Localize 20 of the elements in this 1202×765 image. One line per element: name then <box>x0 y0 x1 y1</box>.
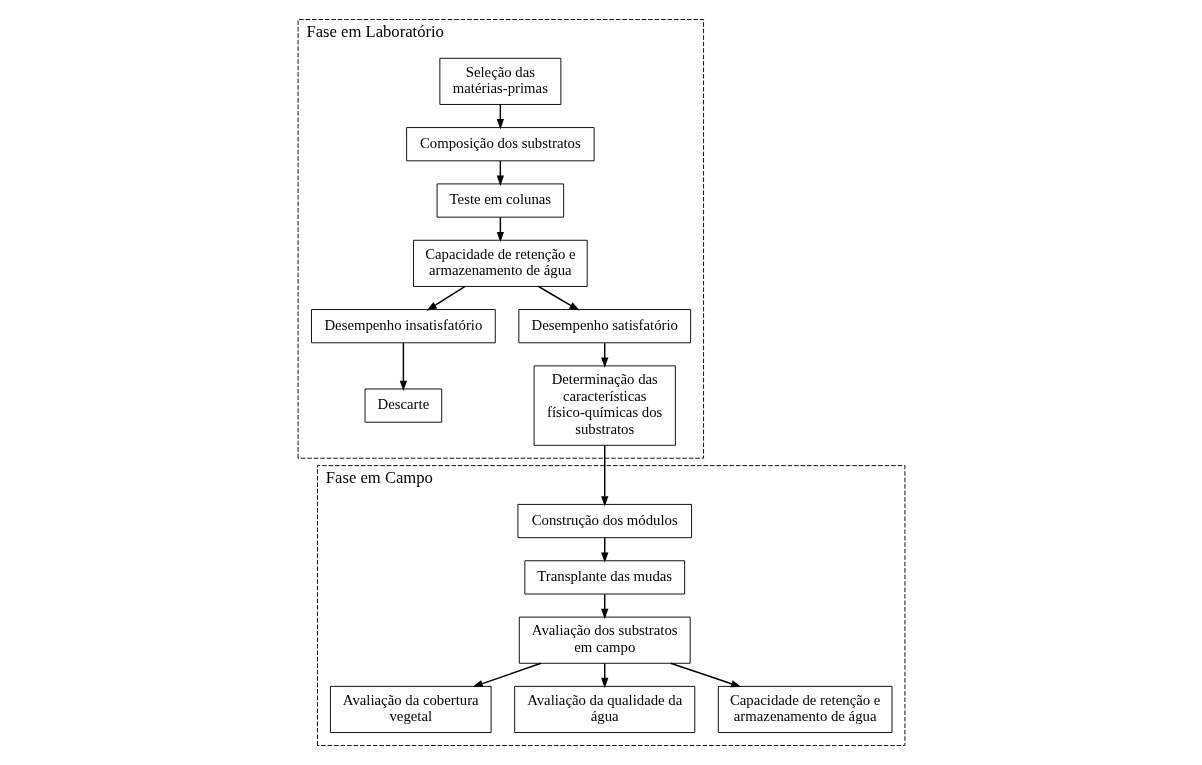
node-box: Transplante das mudas <box>523 560 685 595</box>
node-box: Capacidade de retenção e armazenamento de água <box>717 685 892 733</box>
node-box: Avaliação dos substratos em campo <box>518 616 691 664</box>
node-box: Avaliação da qualidade da água <box>513 685 695 733</box>
arrow <box>399 342 407 392</box>
node-box: Construção dos módulos <box>516 503 692 539</box>
node-box: Avaliação da cobertura vegetal <box>329 685 492 733</box>
node-box: Seleção das matérias-primas <box>438 57 561 105</box>
arrow <box>537 285 580 311</box>
arrow <box>426 285 466 311</box>
node-box: Desempenho satisfatório <box>517 309 691 344</box>
node-box: Desempenho insatisfatório <box>310 309 496 344</box>
arrow <box>669 662 741 688</box>
arrow <box>471 662 542 688</box>
node-box: Determinação das características físico-químicas dos substratos <box>533 365 676 446</box>
node-box: Teste em colunas <box>436 183 564 218</box>
node-box: Descarte <box>364 388 442 423</box>
node-box: Capacidade de retenção e armazenamento de água <box>412 239 588 287</box>
node-box: Composição dos substratos <box>405 127 595 162</box>
arrow <box>600 444 608 507</box>
